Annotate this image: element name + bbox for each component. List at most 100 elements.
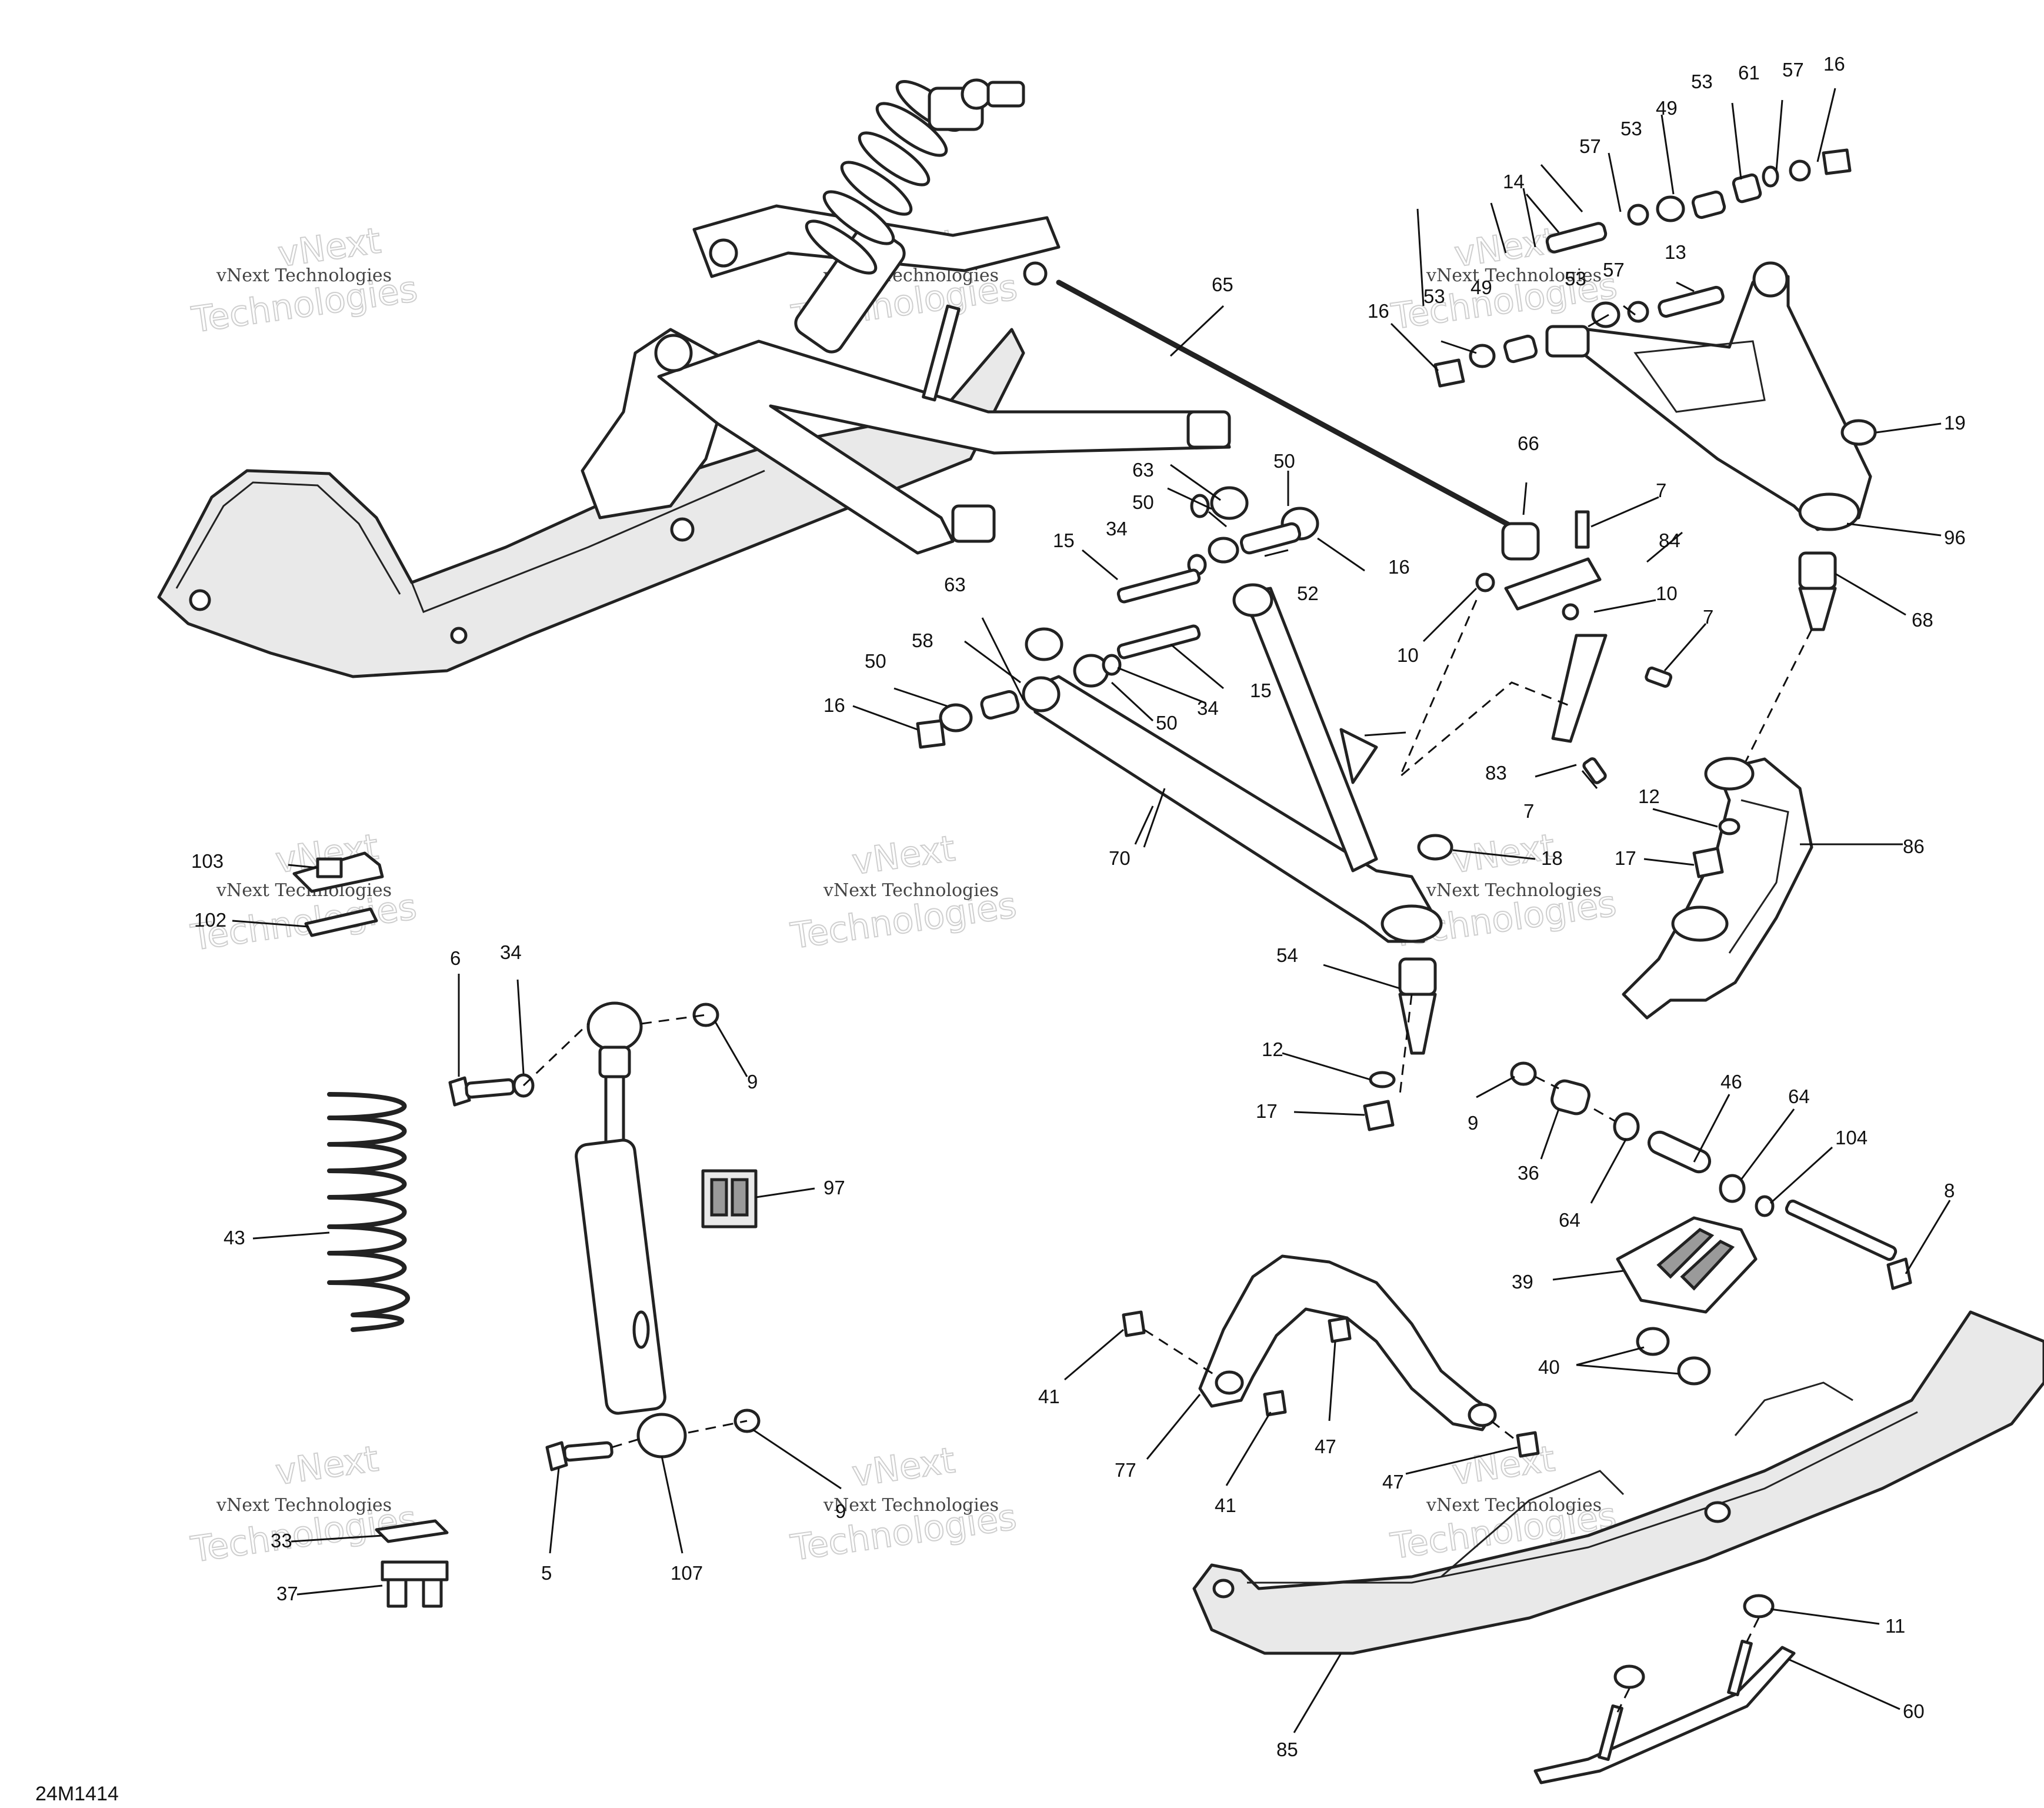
watermark-small-6: vNext Technologies <box>1426 880 1602 901</box>
watermark-small-9: vNext Technologies <box>1426 1495 1602 1516</box>
nut-11-b <box>1613 1664 1645 1689</box>
assembled-lower-a-arm <box>657 339 1231 555</box>
part-102 <box>304 907 378 937</box>
callout-64a: 64 <box>1559 1209 1580 1231</box>
nut-9-upper <box>692 1003 719 1027</box>
callout-leaders <box>232 88 1951 1733</box>
callout-57a: 57 <box>1579 135 1601 157</box>
watermark-small-5: vNext Technologies <box>823 880 999 901</box>
assembled-ski <box>157 328 1025 678</box>
watermark-big-13: vNext <box>273 1439 381 1494</box>
callout-7a: 7 <box>1656 480 1666 501</box>
callout-41b: 41 <box>1215 1494 1236 1516</box>
callout-70: 70 <box>1109 847 1131 869</box>
callout-36: 36 <box>1518 1162 1539 1184</box>
watermark-small-7: vNext Technologies <box>216 1495 392 1516</box>
callout-8: 8 <box>1944 1180 1955 1201</box>
lower-hardware <box>916 486 1437 1131</box>
figure-code: 24M1414 <box>35 1783 119 1805</box>
callout-104: 104 <box>1835 1127 1868 1148</box>
bolt-41-a <box>1122 1310 1146 1337</box>
callout-9a: 9 <box>747 1071 758 1093</box>
callout-13: 13 <box>1665 241 1686 263</box>
assembled-suspension <box>157 78 1231 678</box>
ball-joint-68 <box>1798 551 1837 631</box>
callout-68: 68 <box>1912 609 1933 631</box>
bolt-47-a <box>1328 1316 1352 1343</box>
callout-17b: 17 <box>1256 1100 1278 1122</box>
upper-a-arm-96 <box>1545 261 1872 531</box>
callout-5: 5 <box>541 1562 552 1584</box>
callout-60: 60 <box>1903 1700 1925 1722</box>
shock-absorber-107 <box>575 1001 687 1459</box>
callout-16c: 16 <box>1823 53 1845 75</box>
coil-spring-43 <box>327 1092 410 1332</box>
callout-17a: 17 <box>1615 847 1636 869</box>
callout-6: 6 <box>450 947 461 969</box>
callout-47b: 47 <box>1382 1471 1404 1493</box>
callout-16b: 16 <box>823 694 845 716</box>
callout-49a: 49 <box>1656 97 1678 119</box>
callout-46: 46 <box>1720 1071 1742 1093</box>
sway-link-group <box>1475 510 1673 784</box>
callout-15a: 15 <box>1053 530 1075 551</box>
callout-7c: 7 <box>1523 800 1534 822</box>
callout-9c: 9 <box>1468 1112 1478 1134</box>
callout-102: 102 <box>194 909 226 931</box>
retaining-ring-19 <box>1840 419 1877 446</box>
callout-40: 40 <box>1538 1356 1560 1378</box>
nut-40-b <box>1677 1356 1711 1386</box>
callout-33: 33 <box>271 1530 292 1551</box>
callout-53a: 53 <box>1620 118 1642 139</box>
retaining-ring-18 <box>1417 834 1453 861</box>
carbide-60 <box>1533 1639 1796 1784</box>
callout-85: 85 <box>1276 1739 1298 1760</box>
callout-66: 66 <box>1518 432 1539 454</box>
callout-64b: 64 <box>1788 1086 1810 1107</box>
callout-49b: 49 <box>1471 277 1492 298</box>
decal-97 <box>701 1169 758 1228</box>
callout-57c: 57 <box>1603 259 1625 281</box>
callout-37: 37 <box>276 1583 298 1604</box>
callout-47a: 47 <box>1315 1436 1336 1457</box>
bolt-5 <box>545 1441 613 1471</box>
ski-85 <box>1192 1310 2044 1655</box>
callout-10b: 10 <box>1397 644 1419 666</box>
callout-34b: 34 <box>1197 697 1219 719</box>
watermark-small-3: vNext Technologies <box>1426 265 1602 286</box>
callout-12b: 12 <box>1262 1038 1283 1060</box>
callout-11: 11 <box>1885 1615 1905 1637</box>
callout-50a: 50 <box>1273 450 1295 472</box>
callout-53d: 53 <box>1423 285 1445 307</box>
callout-50d: 50 <box>1156 712 1178 734</box>
callout-16a: 16 <box>1388 556 1410 578</box>
spindle-86 <box>1622 757 1813 1020</box>
watermark-big-9: vNext <box>849 828 957 883</box>
rod-65 <box>1056 279 1521 532</box>
ski-handle-77 <box>1198 1254 1497 1431</box>
nut-11-a <box>1743 1594 1775 1619</box>
callout-39: 39 <box>1512 1271 1533 1293</box>
callout-14: 14 <box>1503 171 1525 192</box>
callout-52: 52 <box>1297 582 1319 604</box>
bolt-47-b <box>1516 1431 1540 1458</box>
callout-41a: 41 <box>1038 1386 1060 1407</box>
bolt-6 <box>448 1076 515 1107</box>
callout-12a: 12 <box>1638 785 1660 807</box>
part-33 <box>375 1519 449 1543</box>
lower-a-arm-70 <box>1022 583 1443 943</box>
callout-50c: 50 <box>865 650 886 672</box>
watermark-small-8: vNext Technologies <box>823 1495 999 1516</box>
ski-saddle-39 <box>1616 1216 1758 1314</box>
watermark-big-17: vNext <box>1449 1439 1557 1494</box>
callout-7b: 7 <box>1703 606 1713 628</box>
watermark-big-15: vNext <box>849 1440 957 1495</box>
callout-96: 96 <box>1944 527 1966 548</box>
callout-16d: 16 <box>1368 300 1389 322</box>
callout-9b: 9 <box>835 1500 846 1522</box>
callout-34c: 34 <box>500 941 522 963</box>
callout-63b: 63 <box>944 574 966 595</box>
part-103 <box>292 851 384 893</box>
callout-19: 19 <box>1944 412 1966 434</box>
